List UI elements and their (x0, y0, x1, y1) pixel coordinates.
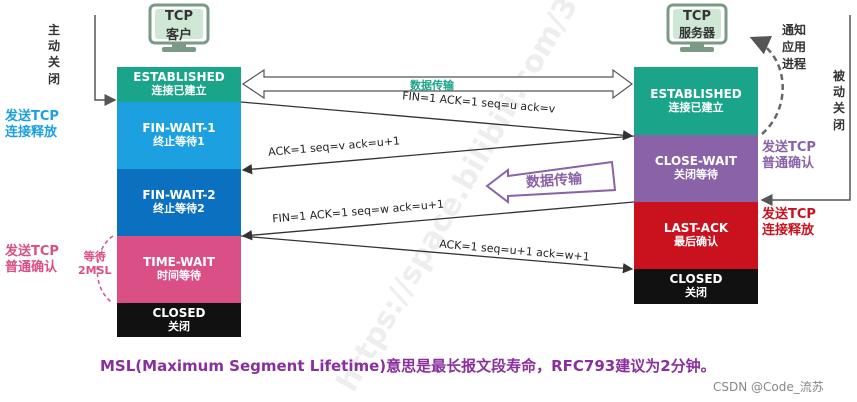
top-data-transfer-label: 数据传输 (410, 79, 454, 92)
server-state-sub: 关闭 (685, 286, 707, 300)
client-send-release-line1: 发送TCP (5, 109, 59, 124)
client-state-fin-wait-2: FIN-WAIT-2 终止等待2 (117, 169, 241, 236)
server-state-name: ESTABLISHED (650, 86, 742, 101)
notify-line3: 进程 (782, 56, 807, 71)
client-state-sub: 连接已建立 (151, 84, 207, 98)
client-state-sub: 终止等待2 (153, 202, 205, 216)
passive-close-char-2: 动 (832, 85, 845, 100)
active-close-char-2: 动 (47, 39, 60, 54)
client-state-sub: 终止等待1 (153, 135, 205, 149)
server-send-release-line2: 连接释放 (762, 223, 815, 239)
active-close-char-1: 主 (47, 23, 60, 37)
server-state-close-wait: CLOSE-WAIT 关闭等待 (634, 135, 758, 202)
server-send-ack-line2: 普通确认 (762, 156, 815, 172)
client-state-established: ESTABLISHED 连接已建立 (117, 67, 241, 102)
server-send-ack-label: 发送TCP 普通确认 (762, 140, 816, 173)
client-computer-icon (148, 3, 210, 53)
server-send-release-label: 发送TCP 连接释放 (762, 207, 816, 240)
passive-close-char-1: 被 (832, 69, 845, 83)
message-1-line (240, 101, 634, 141)
passive-close-char-3: 关 (832, 101, 845, 116)
notify-line1: 通知 (782, 23, 807, 37)
passive-close-char-4: 闭 (832, 117, 845, 132)
client-send-ack-line1: 发送TCP (5, 244, 59, 259)
wait-label-line2: 2MSL (78, 264, 112, 278)
message-2-text: ACK=1 seq=v ack=u+1 (267, 134, 401, 159)
active-close-bracket (94, 15, 117, 106)
server-send-release-line1: 发送TCP (762, 207, 816, 222)
client-label-bottom: 客户 (165, 28, 192, 43)
client-active-close-label: 主 动 关 闭 (47, 22, 61, 87)
wait-label-line1: 等待 (83, 250, 106, 263)
client-state-fin-wait-1: FIN-WAIT-1 终止等待1 (117, 102, 241, 169)
watermark-text: https://space.bilibili.com/360996402 (330, 0, 669, 398)
notify-app-label: 通知 应用 进程 (782, 22, 806, 72)
active-close-char-3: 关 (47, 55, 60, 70)
server-state-name: LAST-ACK (663, 221, 729, 236)
message-3-text: FIN=1 ACK=1 seq=w ack=u+1 (271, 197, 445, 226)
server-state-established: ESTABLISHED 连接已建立 (634, 67, 758, 135)
client-state-name: TIME-WAIT (143, 255, 215, 270)
credit-text: CSDN @Code_流苏 (713, 380, 824, 394)
mid-data-transfer-label: 数据传输 (525, 171, 583, 191)
message-4-text: ACK=1 seq=u+1 ack=w+1 (438, 237, 591, 264)
wait-2msl-label: 等待 2MSL (78, 250, 112, 279)
server-state-sub: 最后确认 (674, 235, 718, 249)
client-state-name: ESTABLISHED (133, 70, 225, 85)
server-computer-icon (666, 3, 728, 53)
client-send-ack-line2: 普通确认 (5, 260, 58, 276)
server-label-bottom: 服务器 (678, 26, 715, 40)
server-state-name: CLOSE-WAIT (654, 154, 738, 169)
client-state-sub: 时间等待 (157, 269, 201, 283)
client-state-closed: CLOSED 关闭 (117, 303, 241, 337)
client-state-sub: 关闭 (168, 319, 190, 333)
server-send-ack-line1: 发送TCP (762, 140, 816, 155)
client-label-top: TCP (165, 9, 193, 24)
notify-line2: 应用 (782, 39, 807, 54)
footer-note: MSL(Maximum Segment Lifetime)意思是最长报文段寿命，… (100, 357, 716, 375)
active-close-char-4: 闭 (47, 71, 60, 86)
server-state-closed: CLOSED 关闭 (634, 269, 758, 304)
server-label-top: TCP (683, 9, 711, 24)
server-state-name: CLOSED (669, 272, 723, 287)
client-state-time-wait: TIME-WAIT 时间等待 (117, 236, 241, 303)
client-send-release-label: 发送TCP 连接释放 (5, 109, 59, 142)
client-send-ack-label: 发送TCP 普通确认 (5, 244, 59, 277)
client-state-name: FIN-WAIT-2 (142, 188, 216, 203)
client-send-release-line2: 连接释放 (5, 125, 58, 141)
client-state-name: CLOSED (152, 305, 206, 320)
server-state-sub: 关闭等待 (674, 168, 718, 182)
server-state-sub: 连接已建立 (668, 100, 724, 114)
server-passive-close-label: 被 动 关 闭 (832, 68, 846, 133)
client-state-name: FIN-WAIT-1 (142, 121, 216, 136)
server-state-last-ack: LAST-ACK 最后确认 (634, 202, 758, 269)
